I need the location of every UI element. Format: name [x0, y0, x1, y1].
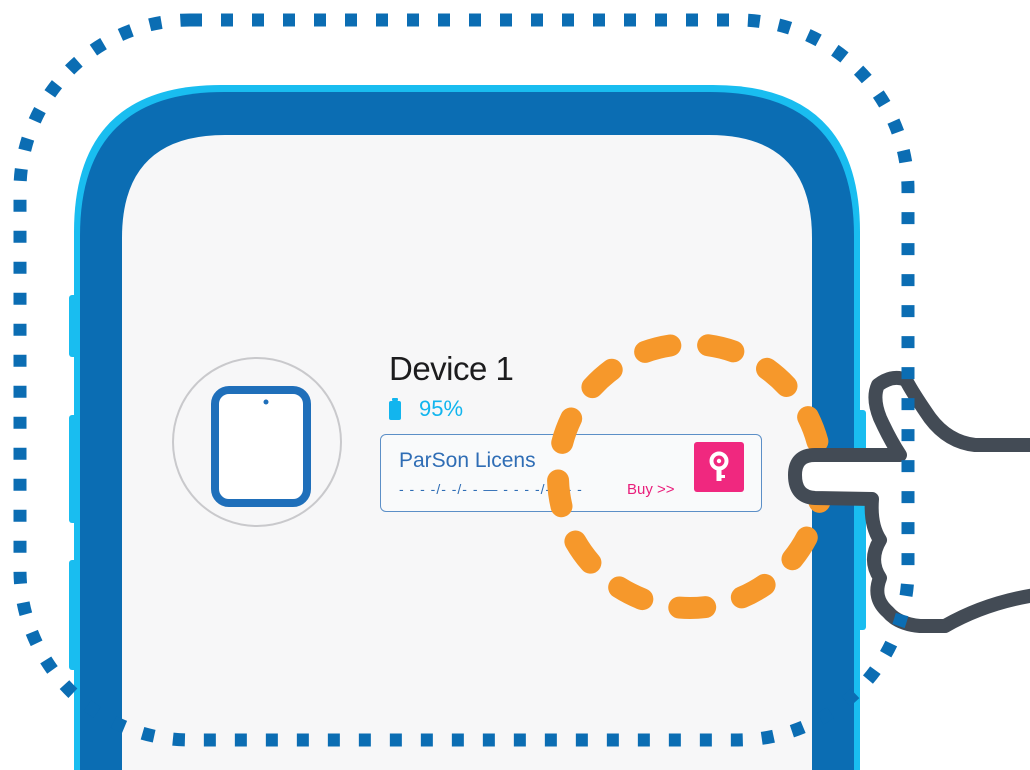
battery-icon [389, 398, 401, 420]
key-button[interactable] [694, 442, 744, 492]
buy-link[interactable]: Buy >> [627, 481, 675, 498]
battery-percentage: 95% [419, 396, 464, 421]
device-avatar [172, 357, 342, 527]
license-name: ParSon Licens [399, 449, 536, 472]
tablet-icon [211, 386, 311, 507]
key-icon [709, 451, 729, 481]
battery-status: 95% [389, 396, 463, 422]
license-dates: - - - -/- -/- - — - - - -/- -/- - [399, 481, 583, 497]
device-name: Device 1 [389, 350, 514, 387]
highlight-ring [547, 333, 833, 619]
